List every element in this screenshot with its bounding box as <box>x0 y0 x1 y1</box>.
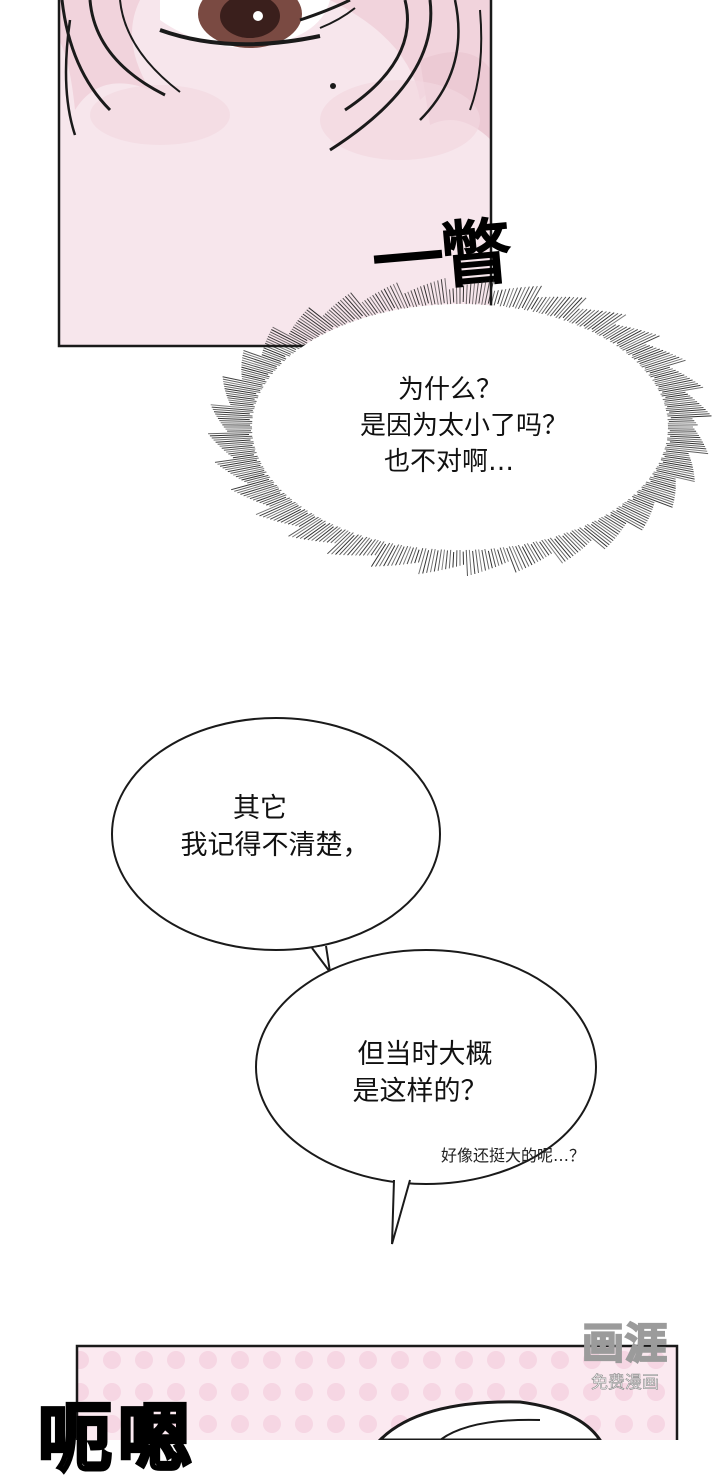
sfx-groan: 呃嗯 <box>38 1394 198 1484</box>
watermark-logo: 画涯 <box>566 1318 684 1370</box>
watermark: 画涯 免费漫画 <box>566 1318 684 1414</box>
watermark-subtitle: 免费漫画 <box>566 1370 684 1396</box>
panel-bottom-pink <box>0 0 720 1440</box>
